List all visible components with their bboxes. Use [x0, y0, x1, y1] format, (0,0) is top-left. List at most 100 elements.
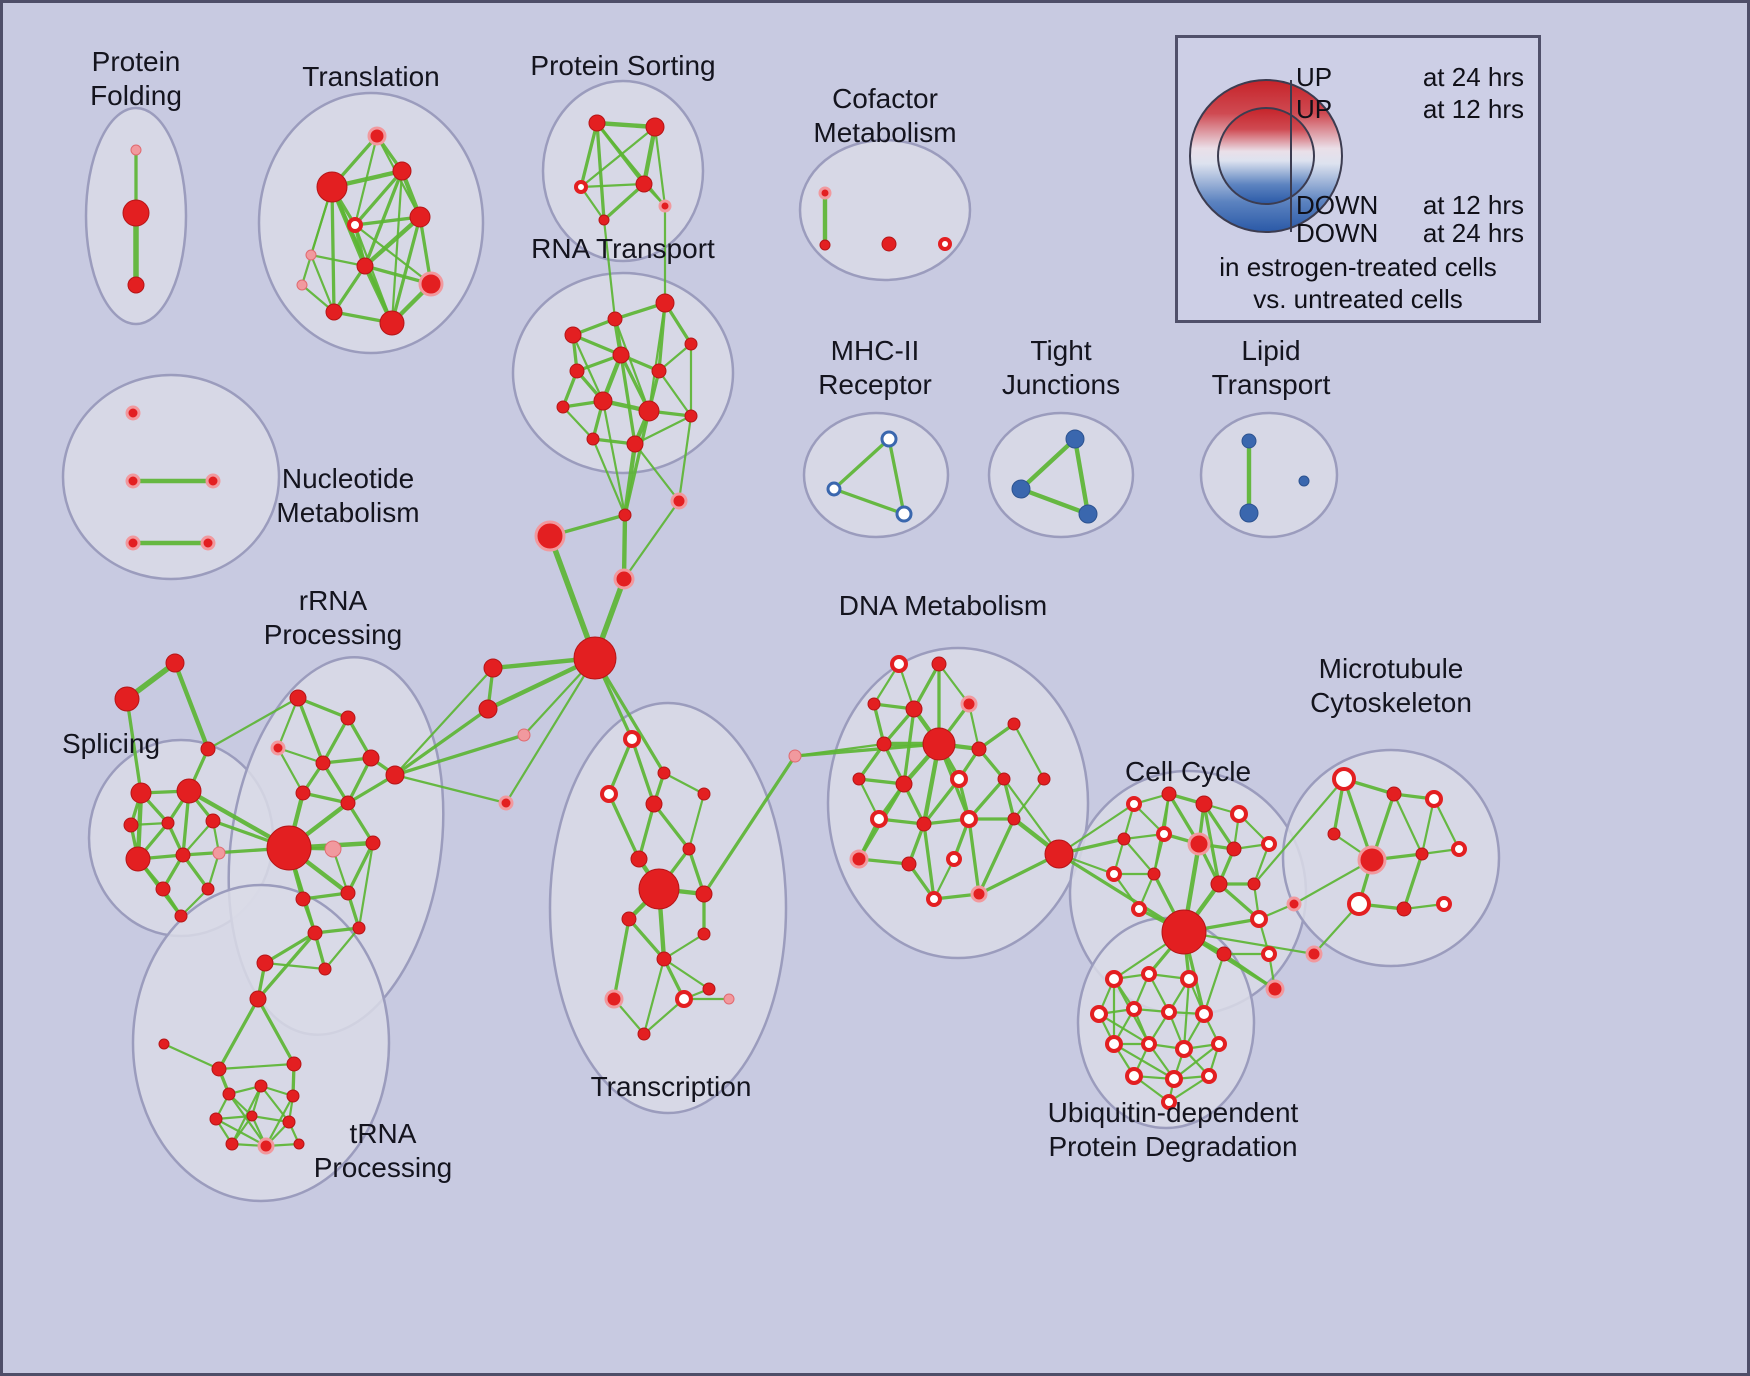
network-node	[246, 1110, 258, 1122]
network-edge	[1002, 777, 1016, 821]
network-node	[1141, 966, 1157, 982]
network-node	[645, 117, 665, 137]
network-node	[1065, 429, 1085, 449]
network-node	[256, 954, 274, 972]
network-node	[1332, 767, 1356, 791]
network-node	[1210, 875, 1228, 893]
network-edge	[1012, 777, 1046, 821]
network-node	[1241, 433, 1257, 449]
network-node	[176, 778, 202, 804]
network-node	[125, 846, 151, 872]
legend-down-24-time: at 24 hrs	[1422, 218, 1524, 248]
network-edge	[1202, 802, 1236, 851]
network-edge	[571, 333, 623, 357]
network-edge	[353, 223, 433, 286]
network-node	[613, 568, 635, 590]
network-node	[971, 741, 987, 757]
cluster-label-transcription: Transcription	[591, 1071, 752, 1102]
network-node	[324, 840, 342, 858]
network-node	[657, 766, 671, 780]
network-edge	[607, 737, 634, 796]
network-node	[1011, 479, 1031, 499]
legend-down-24-word: DOWN	[1296, 218, 1379, 248]
network-edge	[393, 666, 495, 777]
network-node	[655, 293, 675, 313]
network-node	[564, 326, 582, 344]
network-edge	[602, 182, 646, 222]
network-node	[222, 1087, 236, 1101]
network-edge	[612, 917, 631, 1001]
network-edge	[256, 931, 317, 1001]
network-edge	[230, 1084, 263, 1146]
network-edge	[579, 121, 599, 189]
network-edge	[346, 841, 375, 895]
network-node	[211, 1061, 227, 1077]
network-edge	[601, 399, 627, 517]
network-edge	[357, 841, 375, 930]
network-node	[286, 1089, 300, 1103]
network-node	[1347, 892, 1371, 916]
network-node	[890, 655, 908, 673]
network-edge	[579, 125, 657, 189]
network-node	[950, 770, 968, 788]
network-node	[656, 951, 672, 967]
network-node	[626, 435, 644, 453]
network-node	[922, 727, 956, 761]
network-node	[635, 175, 653, 193]
network-node	[849, 849, 869, 869]
network-edge	[641, 124, 658, 187]
network-node	[638, 400, 660, 422]
network-edge	[653, 125, 667, 208]
network-node	[286, 1056, 302, 1072]
network-node	[534, 520, 566, 552]
network-node	[266, 825, 312, 871]
network-edge	[967, 817, 981, 896]
network-node	[867, 697, 881, 711]
network-node	[586, 432, 600, 446]
cluster-ellipse-tight-junctions	[987, 411, 1135, 539]
network-node	[1037, 772, 1051, 786]
network-edge	[594, 120, 658, 130]
network-node	[315, 755, 331, 771]
network-node	[1298, 475, 1310, 487]
network-edge	[977, 817, 1016, 896]
network-node	[895, 775, 913, 793]
network-edge	[622, 499, 681, 581]
network-node	[881, 236, 897, 252]
network-edge	[1012, 722, 1046, 781]
cluster-label-cell-cycle: Cell Cycle	[1125, 756, 1251, 787]
network-edge	[217, 1062, 296, 1071]
network-node	[702, 982, 716, 996]
network-edge	[1432, 797, 1461, 851]
network-node	[1161, 1094, 1177, 1110]
legend-donut	[1189, 79, 1343, 233]
network-node	[1216, 946, 1232, 962]
network-edge	[259, 1084, 291, 1124]
network-node	[697, 927, 711, 941]
network-node	[960, 695, 978, 713]
network-node	[916, 816, 932, 832]
network-node	[658, 199, 672, 213]
network-node	[114, 686, 140, 712]
network-edge	[595, 121, 667, 208]
network-node	[1211, 1036, 1227, 1052]
network-edge	[162, 1042, 221, 1071]
network-edge	[256, 997, 296, 1066]
network-node	[249, 990, 267, 1008]
network-edge	[263, 931, 317, 965]
network-node	[316, 171, 348, 203]
legend-down-12-time: at 12 hrs	[1422, 190, 1524, 220]
network-node	[880, 430, 898, 448]
network-edge	[1057, 852, 1186, 934]
network-edge	[1002, 777, 1061, 856]
network-node	[876, 736, 892, 752]
network-node	[1125, 1067, 1143, 1085]
cluster-ellipse-mhc-ii-receptor	[802, 411, 950, 539]
network-edge	[1292, 858, 1374, 906]
network-node	[483, 658, 503, 678]
network-node	[637, 1027, 651, 1041]
network-node	[630, 850, 648, 868]
